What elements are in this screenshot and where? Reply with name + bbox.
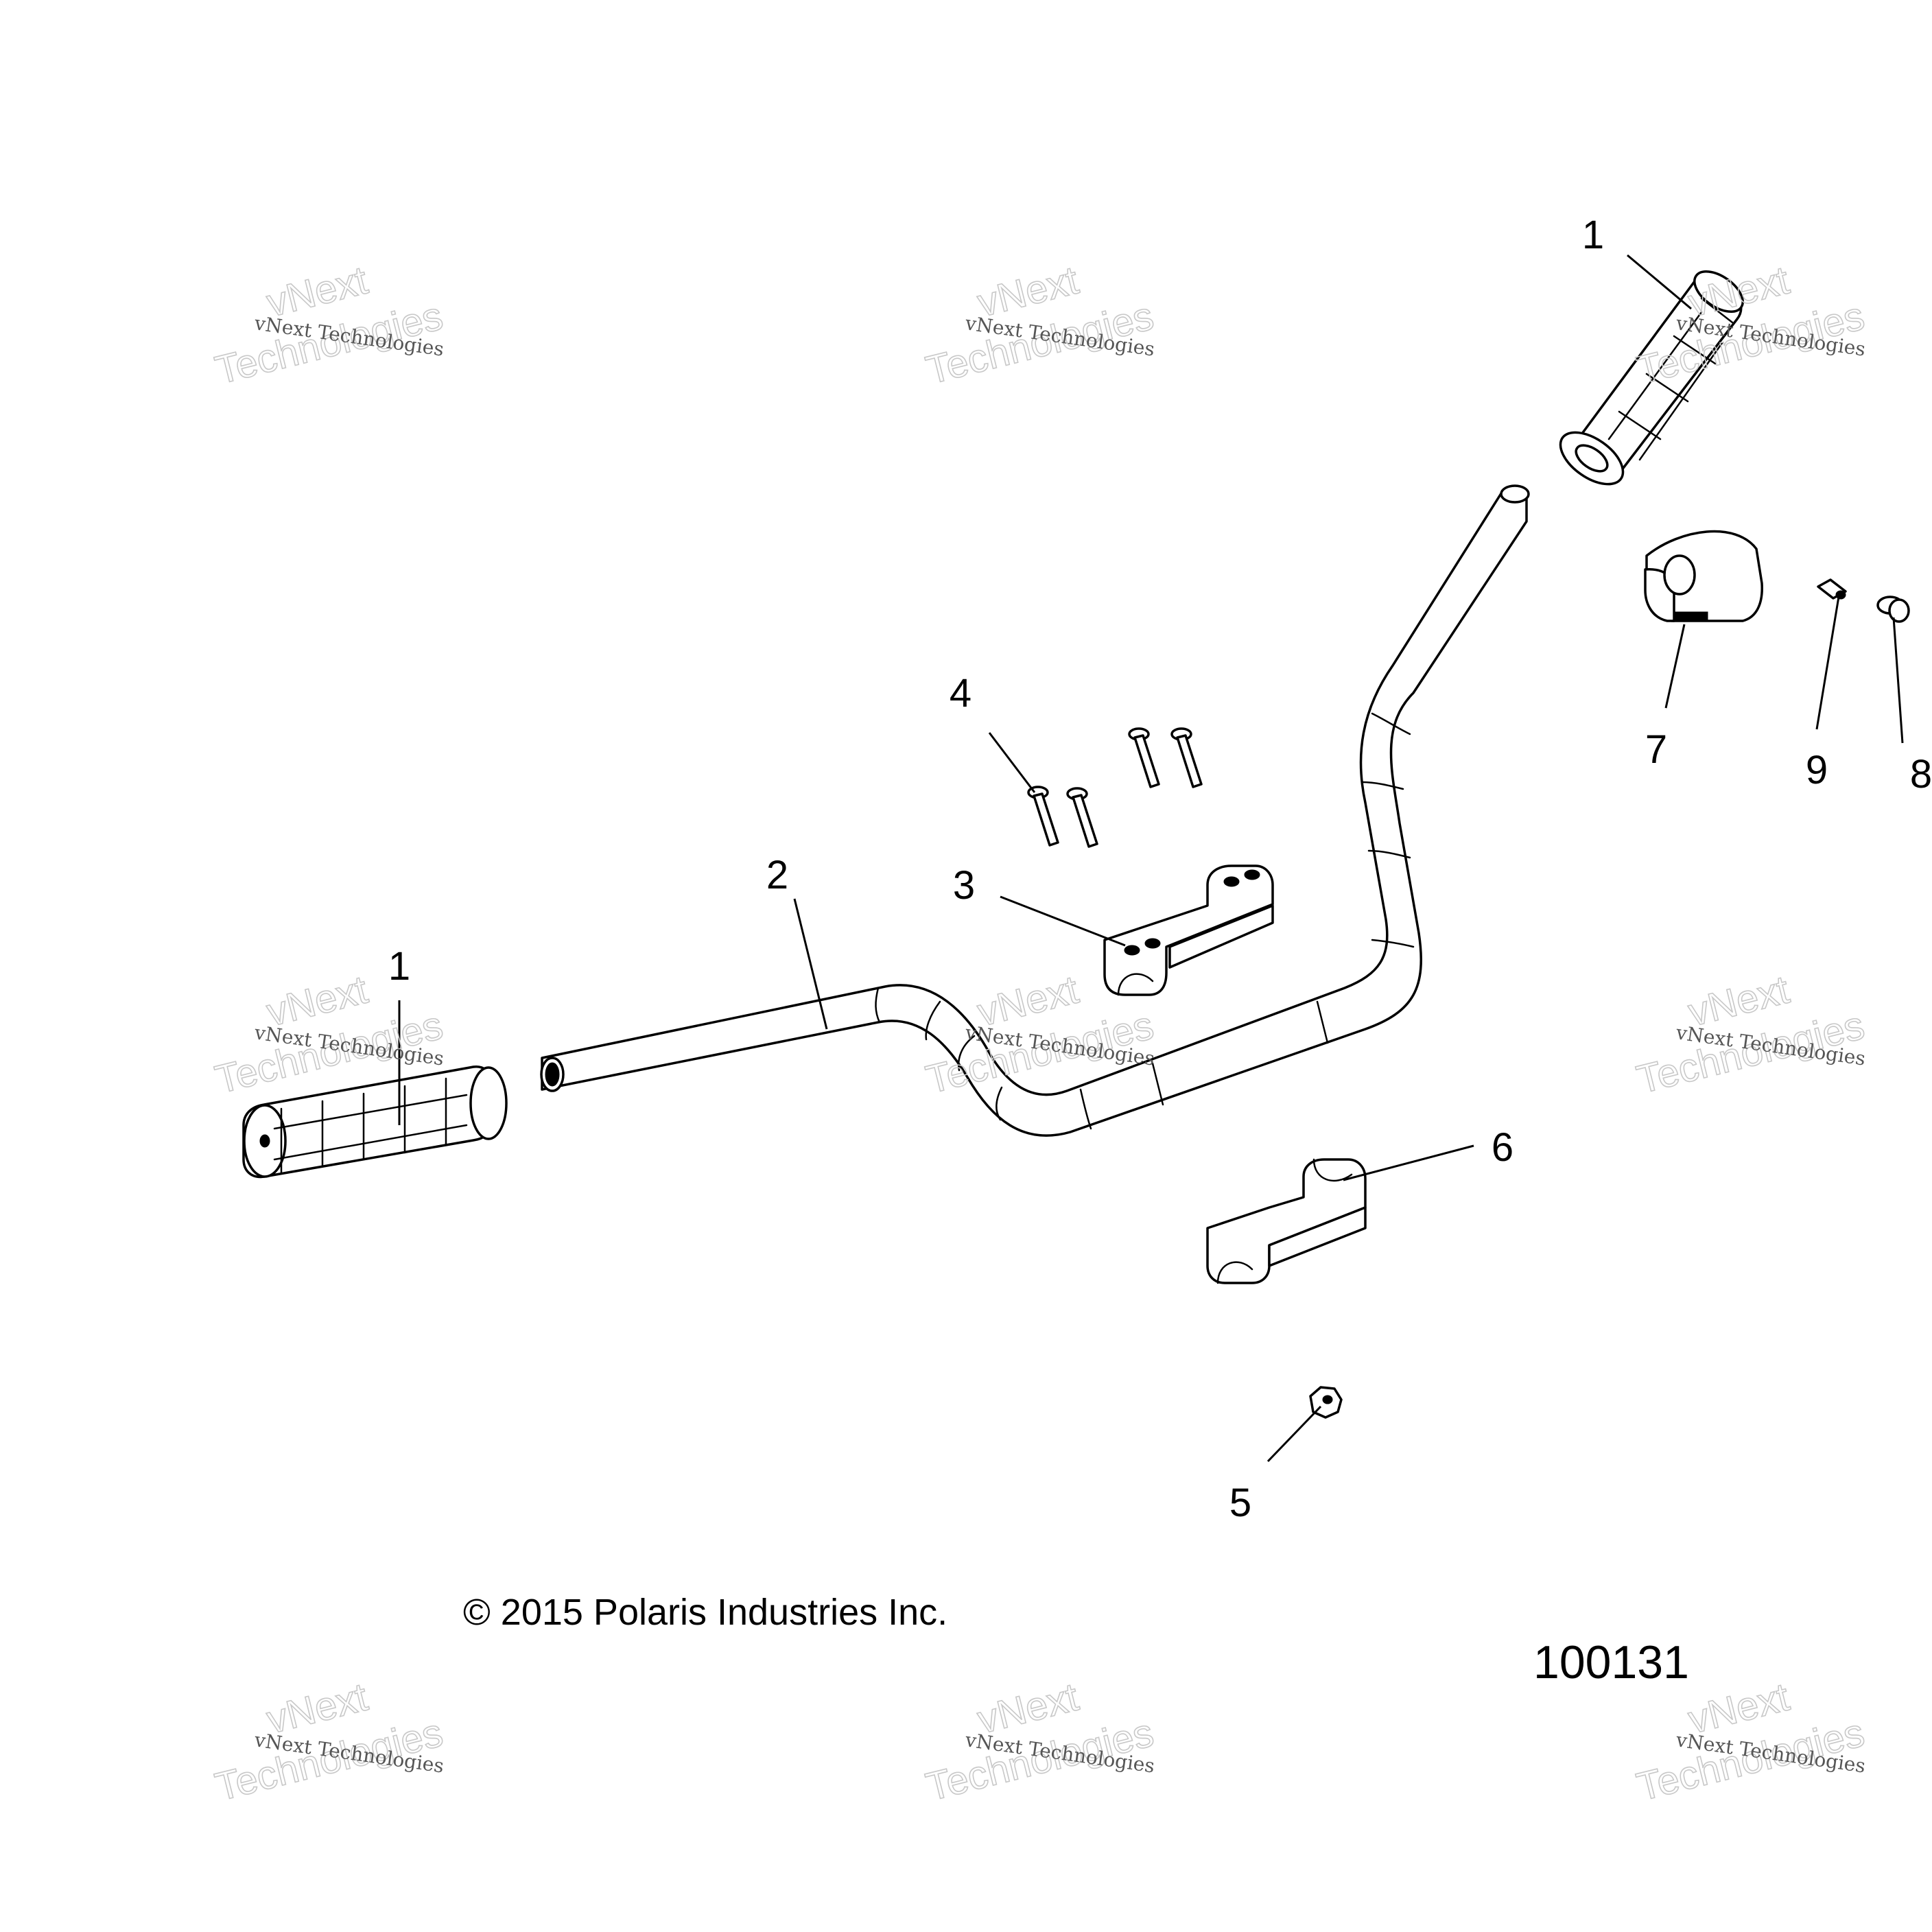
leader-handlebar: [793, 898, 828, 1030]
grip-right: [1559, 270, 1744, 486]
plug: [1876, 596, 1910, 623]
leader-lines: [398, 254, 1904, 1463]
callout-handlebar: 2: [766, 853, 788, 897]
callout-lower-clamp: 6: [1492, 1125, 1513, 1170]
throttle-housing: [1644, 530, 1763, 622]
leader-plug: [1892, 617, 1904, 744]
watermark: vNext Technologies vNext Technologies: [1632, 967, 1870, 1103]
callout-grip-left: 1: [388, 944, 410, 989]
leader-throttle-housing: [1664, 624, 1686, 709]
leader-set-screw: [1815, 596, 1840, 730]
callout-throttle-housing: 7: [1645, 727, 1667, 772]
callout-grip-right: 1: [1582, 213, 1604, 257]
upper-clamp: [1103, 864, 1274, 996]
callout-nut: 5: [1229, 1481, 1251, 1525]
watermark: vNext Technologies vNext Technologies: [211, 257, 448, 394]
leader-upper-clamp: [1000, 895, 1126, 947]
copyright-text: © 2015 Polaris Industries Inc.: [463, 1592, 947, 1633]
watermarks: vNext Technologies vNext Technologies vN…: [211, 257, 1870, 1811]
callout-set-screw: 9: [1806, 748, 1828, 792]
watermark: vNext Technologies vNext Technologies: [921, 1674, 1159, 1811]
set-screw: [1817, 578, 1847, 600]
bolt-2: [1066, 787, 1098, 848]
watermark: vNext Technologies vNext Technologies: [921, 257, 1159, 394]
leader-grip-right: [1627, 254, 1692, 310]
bolts: [1027, 727, 1203, 848]
reference-number: 100131: [1533, 1636, 1689, 1688]
leader-nut: [1267, 1405, 1322, 1463]
callout-plug: 8: [1910, 752, 1932, 797]
callouts: 1 1 2 3 4 5 6 7 9 8: [388, 213, 1932, 1525]
handlebar: [540, 484, 1530, 1137]
leader-bolts: [988, 732, 1036, 793]
lower-clamp: [1206, 1158, 1367, 1284]
grip-left: [242, 1065, 508, 1179]
bolt-1: [1027, 786, 1059, 847]
watermark: vNext Technologies vNext Technologies: [211, 1674, 448, 1811]
callout-bolts: 4: [950, 671, 971, 716]
bolt-3: [1128, 727, 1160, 788]
leader-lower-clamp: [1343, 1144, 1474, 1181]
bolt-4: [1170, 727, 1203, 788]
watermark: vNext Technologies vNext Technologies: [1632, 1674, 1870, 1811]
callout-upper-clamp: 3: [953, 863, 975, 908]
